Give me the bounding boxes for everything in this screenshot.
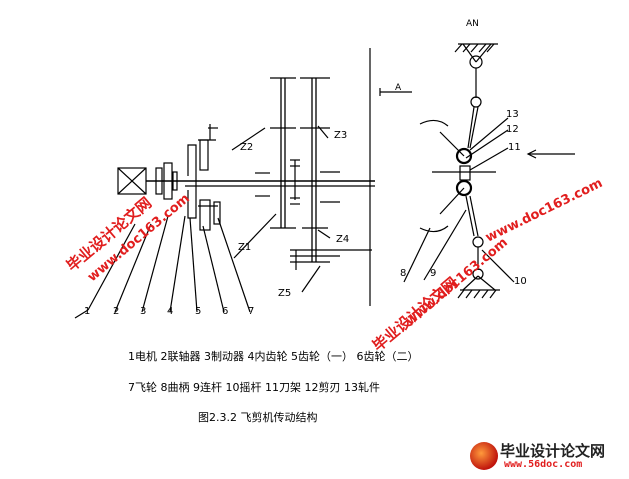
brand-logo-icon — [470, 442, 498, 470]
drive-mechanism — [74, 43, 575, 319]
label-A-top: AN — [466, 19, 479, 29]
label-z2: Z2 — [240, 142, 253, 153]
label-A-right: A — [395, 83, 402, 93]
label-9: 9 — [430, 268, 436, 279]
legend-line-1: 1电机 2联轴器 3制动器 4内齿轮 5齿轮（一） 6齿轮（二） — [128, 350, 419, 363]
watermark-right: www.doc163.com — [483, 176, 605, 246]
brand-logo-block: 毕业设计论文网 www.56doc.com — [470, 440, 620, 476]
label-8: 8 — [400, 268, 406, 279]
label-7: 7 — [248, 306, 254, 317]
label-2: 2 — [113, 306, 119, 317]
label-10: 10 — [514, 276, 527, 287]
figure-caption: 图2.3.2 飞剪机传动结构 — [198, 411, 318, 424]
label-z5: Z5 — [278, 288, 291, 299]
label-1: 1 — [84, 306, 90, 317]
label-6: 6 — [222, 306, 228, 317]
label-13: 13 — [506, 109, 519, 120]
label-5: 5 — [195, 306, 201, 317]
legend-line-2: 7飞轮 8曲柄 9连杆 10摇杆 11刀架 12剪刃 13轧件 — [128, 381, 380, 394]
label-12: 12 — [506, 124, 519, 135]
watermark-center-url: www.doc163.com — [403, 235, 511, 329]
watermark-right-url: www.doc163.com — [483, 176, 605, 246]
label-z4: Z4 — [336, 234, 349, 245]
label-4: 4 — [167, 306, 173, 317]
label-11: 11 — [508, 142, 521, 153]
watermark-left: 毕业设计论文网 www.doc163.com — [63, 191, 193, 285]
label-z1: Z1 — [238, 242, 251, 253]
label-3: 3 — [140, 306, 146, 317]
brand-title: 毕业设计论文网 — [500, 442, 606, 460]
brand-url: www.56doc.com — [504, 459, 583, 470]
label-z3: Z3 — [334, 130, 347, 141]
